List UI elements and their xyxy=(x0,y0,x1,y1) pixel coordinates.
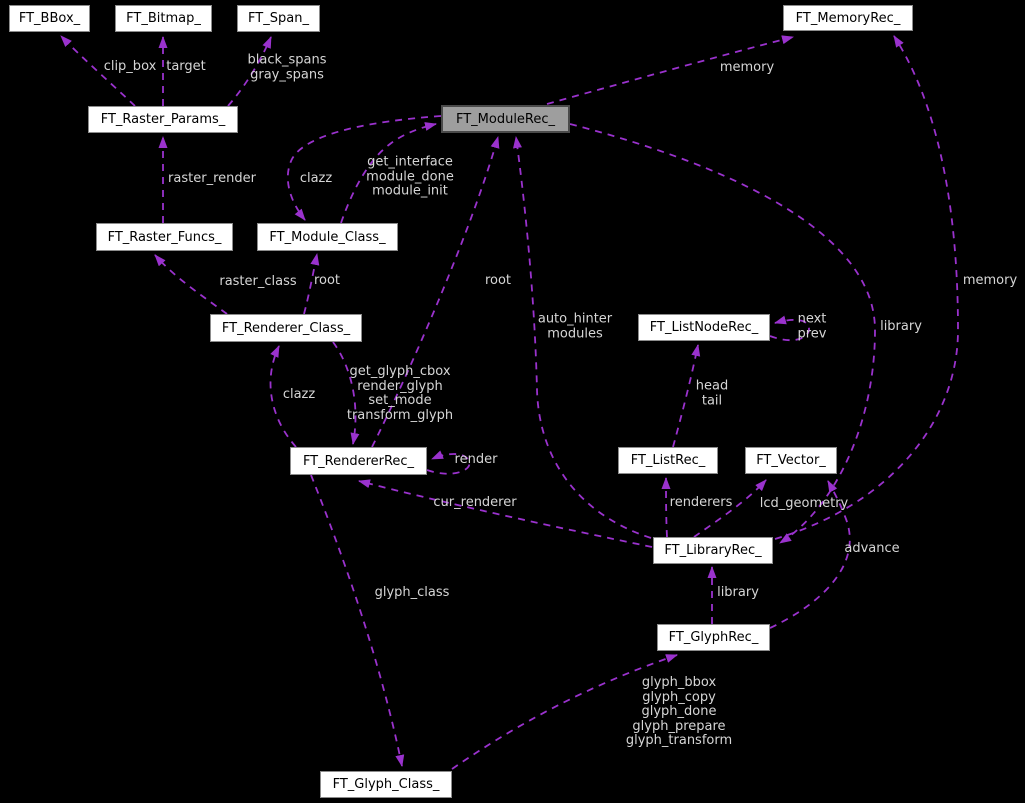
node-label: FT_ModuleRec_ xyxy=(455,111,556,127)
node-ft-glyphrec[interactable]: FT_GlyphRec_ xyxy=(657,624,770,651)
node-label: FT_Bitmap_ xyxy=(126,11,201,26)
edge-next-prev xyxy=(769,315,810,342)
node-ft-listnoderec[interactable]: FT_ListNodeRec_ xyxy=(638,314,770,341)
node-label: FT_Glyph_Class_ xyxy=(332,777,440,792)
edge-render-funcs xyxy=(332,341,360,445)
edge-renderers xyxy=(661,477,671,538)
node-label: FT_LibraryRec_ xyxy=(664,543,762,558)
node-label: FT_Raster_Params_ xyxy=(100,112,226,127)
node-ft-span[interactable]: FT_Span_ xyxy=(237,5,320,32)
edge-root-moduleclass xyxy=(303,253,320,315)
node-ft-bitmap[interactable]: FT_Bitmap_ xyxy=(115,5,212,32)
edge-library-module xyxy=(569,123,876,544)
node-ft-raster-funcs[interactable]: FT_Raster_Funcs_ xyxy=(96,223,233,251)
edge-auto-hinter xyxy=(513,136,652,539)
edge-memory-library xyxy=(774,35,959,540)
node-label: FT_Renderer_Class_ xyxy=(221,320,351,336)
node-ft-vector[interactable]: FT_Vector_ xyxy=(745,447,837,474)
edge-raster-class xyxy=(154,254,228,315)
node-label: FT_ListRec_ xyxy=(630,453,706,468)
edge-head-tail xyxy=(672,344,701,448)
edge-glyph-class xyxy=(310,474,405,767)
edge-glyph-bbox xyxy=(451,654,678,770)
node-ft-modulerec: FT_ModuleRec_ xyxy=(441,105,570,133)
edge-clip-box xyxy=(60,35,136,107)
node-ft-renderer-class[interactable]: FT_Renderer_Class_ xyxy=(210,314,362,342)
node-label: FT_GlyphRec_ xyxy=(668,630,759,645)
edge-clazz-renderer xyxy=(269,345,297,448)
node-ft-rendererrec[interactable]: FT_RendererRec_ xyxy=(290,447,427,475)
node-ft-listrec[interactable]: FT_ListRec_ xyxy=(618,447,718,474)
edge-advance xyxy=(769,480,851,629)
edge-spans xyxy=(227,36,272,107)
node-label: FT_Span_ xyxy=(248,11,309,26)
node-ft-module-class[interactable]: FT_Module_Class_ xyxy=(257,223,398,251)
node-label: FT_Vector_ xyxy=(756,453,826,468)
edge-cur-renderer xyxy=(358,479,653,548)
node-label: FT_BBox_ xyxy=(18,11,81,26)
node-label: FT_Raster_Funcs_ xyxy=(107,229,222,245)
node-label: FT_ListNodeRec_ xyxy=(649,320,759,335)
edge-get-interface xyxy=(340,122,437,224)
node-label: FT_MemoryRec_ xyxy=(795,10,901,26)
edge-lcd-geometry xyxy=(693,479,767,538)
node-label: FT_Module_Class_ xyxy=(269,229,386,245)
node-label: FT_RendererRec_ xyxy=(302,453,415,469)
node-ft-bbox[interactable]: FT_BBox_ xyxy=(9,5,90,32)
node-ft-raster-params[interactable]: FT_Raster_Params_ xyxy=(88,106,238,133)
edge-root-modulerec xyxy=(371,136,500,448)
node-ft-glyph-class[interactable]: FT_Glyph_Class_ xyxy=(320,771,452,798)
node-ft-memoryrec[interactable]: FT_MemoryRec_ xyxy=(783,5,913,31)
edge-render xyxy=(426,450,471,475)
edge-clazz-module xyxy=(286,115,442,221)
edge-memory-module xyxy=(546,35,794,105)
node-ft-libraryrec[interactable]: FT_LibraryRec_ xyxy=(653,537,773,564)
